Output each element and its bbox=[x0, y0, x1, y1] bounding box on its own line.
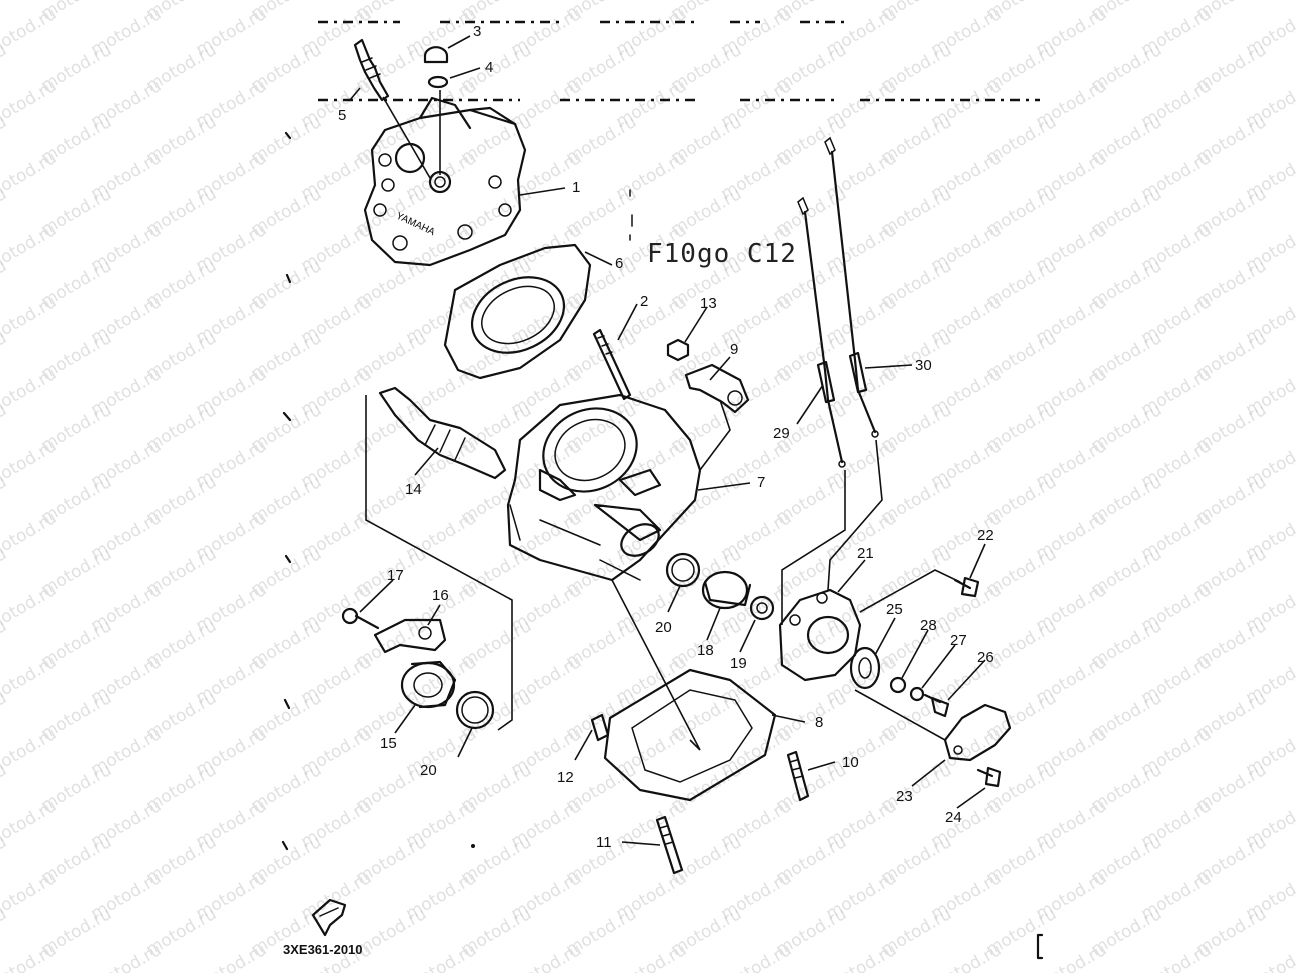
callout-29: 29 bbox=[773, 425, 790, 442]
callout-28: 28 bbox=[920, 617, 937, 634]
watermark-text: motod.ru bbox=[0, 364, 60, 420]
callout-25: 25 bbox=[886, 601, 903, 618]
handwritten-note: F10go C12 bbox=[647, 239, 797, 269]
watermark-text: motod.ru bbox=[1033, 940, 1111, 973]
watermark-text: motod.ru bbox=[1138, 940, 1216, 973]
watermark-text: motod.ru bbox=[88, 940, 166, 973]
callout-2: 2 bbox=[640, 293, 648, 310]
watermark-text: motod.ru bbox=[0, 220, 60, 276]
spark-plug bbox=[353, 38, 390, 102]
callout-9: 9 bbox=[730, 341, 738, 358]
watermark-text: motod.ru bbox=[508, 940, 586, 973]
callout-leaders bbox=[349, 35, 986, 846]
watermark-text: motod.ru bbox=[823, 940, 901, 973]
callout-labels: 1 2 3 4 5 6 7 8 9 10 11 12 13 14 15 16 1… bbox=[338, 23, 994, 851]
watermark-text: motod.ru bbox=[0, 0, 10, 24]
callout-13: 13 bbox=[700, 295, 717, 312]
exhaust-valve-14 bbox=[378, 386, 507, 480]
svg-text:YAMAHA: YAMAHA bbox=[394, 211, 437, 239]
seal-19 bbox=[749, 595, 775, 621]
watermark-text: motod.ru bbox=[0, 76, 60, 132]
washer-27 bbox=[909, 686, 925, 702]
bushing-18 bbox=[701, 570, 752, 610]
callout-1: 1 bbox=[572, 179, 580, 196]
watermark-text: motod.ru bbox=[718, 940, 796, 973]
callout-16: 16 bbox=[432, 587, 449, 604]
callout-12: 12 bbox=[557, 769, 574, 786]
stud-10 bbox=[786, 750, 810, 802]
cable-30 bbox=[824, 136, 879, 438]
bolt-26 bbox=[923, 693, 950, 718]
cover-23 bbox=[943, 703, 1012, 762]
pulley-25 bbox=[849, 646, 881, 690]
bracket-16 bbox=[373, 618, 447, 654]
cable-29 bbox=[797, 196, 846, 468]
washer-28 bbox=[889, 676, 907, 694]
watermark-text: motod.ru bbox=[0, 940, 60, 973]
callout-14: 14 bbox=[405, 481, 422, 498]
callout-11: 11 bbox=[596, 834, 612, 851]
watermark-text: motod.ru bbox=[403, 940, 481, 973]
callout-20-right: 20 bbox=[655, 619, 672, 636]
watermark-text: motod.ru bbox=[1243, 940, 1297, 973]
callout-24: 24 bbox=[945, 809, 962, 826]
nut-13 bbox=[666, 338, 690, 362]
callout-22: 22 bbox=[977, 527, 994, 544]
cylinder bbox=[506, 393, 702, 582]
callout-15: 15 bbox=[380, 735, 397, 752]
callout-3: 3 bbox=[473, 23, 481, 40]
watermark-text: motod.ru bbox=[0, 796, 60, 852]
callout-21: 21 bbox=[857, 545, 874, 562]
callout-26: 26 bbox=[977, 649, 994, 666]
callout-27: 27 bbox=[950, 632, 967, 649]
callout-5: 5 bbox=[338, 107, 346, 124]
margin-marks bbox=[281, 131, 1044, 960]
watermark-text: motod.ru bbox=[928, 940, 1006, 973]
valve-housing-21 bbox=[778, 588, 862, 682]
stud-2 bbox=[592, 328, 632, 401]
watermark-text: motod.ru bbox=[613, 940, 691, 973]
callout-23: 23 bbox=[896, 788, 913, 805]
stud-11 bbox=[655, 815, 684, 875]
watermark-text: motod.ru bbox=[0, 652, 60, 708]
dowel-12 bbox=[590, 713, 610, 742]
clamp-9 bbox=[684, 363, 750, 414]
pulley-15 bbox=[400, 660, 457, 709]
assembly-lines bbox=[365, 90, 961, 751]
o-ring-20-right bbox=[665, 552, 701, 588]
callout-7: 7 bbox=[757, 474, 765, 491]
washer-4 bbox=[427, 75, 449, 89]
bolt-17 bbox=[341, 607, 380, 630]
watermark-text: motod.ru bbox=[0, 436, 60, 492]
callout-19: 19 bbox=[730, 655, 747, 672]
watermark-text: motod.ru bbox=[0, 148, 60, 204]
watermark-text: motod.ru bbox=[0, 508, 60, 564]
figure-code: 3XE361-2010 bbox=[283, 942, 363, 957]
callout-4: 4 bbox=[485, 59, 493, 76]
plug-cap bbox=[423, 46, 449, 64]
callout-6: 6 bbox=[615, 255, 623, 272]
callout-17: 17 bbox=[387, 567, 404, 584]
callout-10: 10 bbox=[842, 754, 859, 771]
screw-24 bbox=[976, 766, 1002, 788]
callout-18: 18 bbox=[697, 642, 714, 659]
callout-20-left: 20 bbox=[420, 762, 437, 779]
scan-border-lines bbox=[318, 20, 1040, 102]
watermark-text: motod.ru bbox=[0, 4, 60, 60]
o-ring-20-left bbox=[455, 690, 495, 730]
watermark-text: motod.ru bbox=[0, 868, 60, 924]
callout-8: 8 bbox=[815, 714, 823, 731]
callout-30: 30 bbox=[915, 357, 932, 374]
watermark-text: motod.ru bbox=[0, 292, 60, 348]
watermark-text: motod.ru bbox=[0, 724, 60, 780]
watermark-text: motod.ru bbox=[193, 940, 271, 973]
front-arrow-icon bbox=[311, 898, 347, 937]
watermark-text: motod.ru bbox=[0, 580, 60, 636]
base-gasket-8 bbox=[603, 668, 777, 802]
head-gasket bbox=[443, 243, 592, 380]
